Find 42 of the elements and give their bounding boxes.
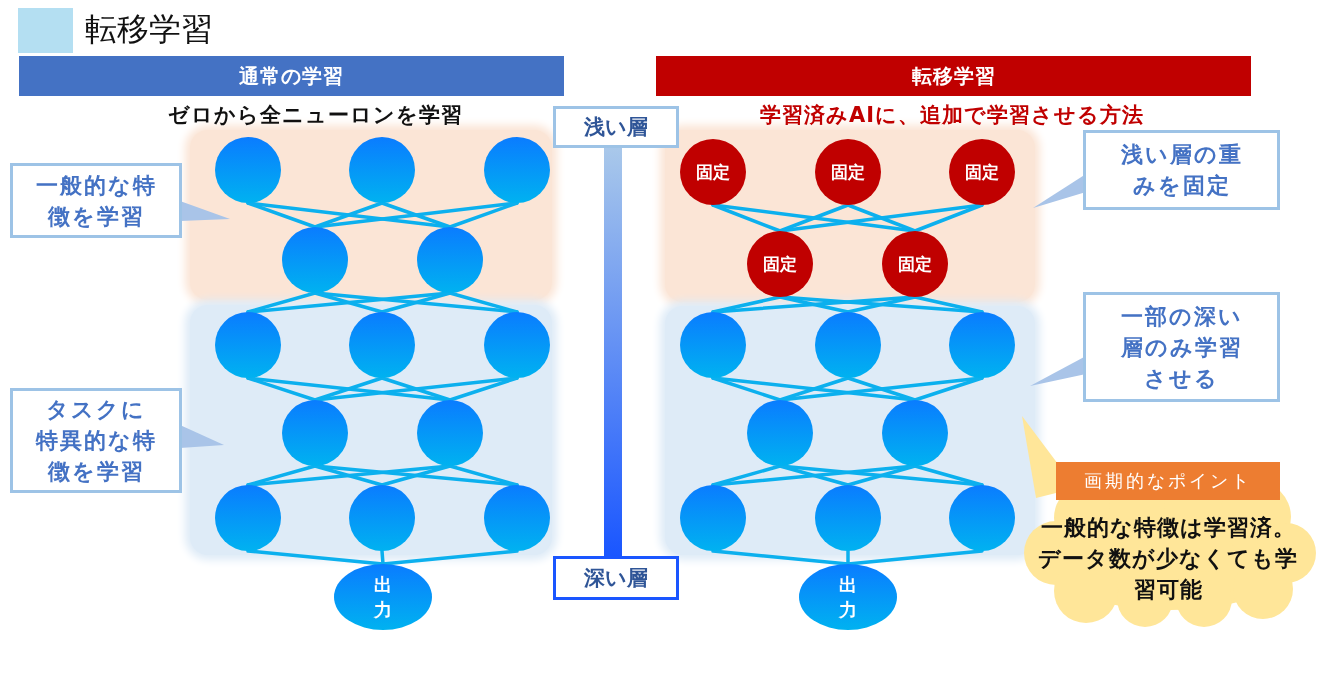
output-node-ellipse: 出力 [334,564,432,630]
connection-line [913,295,984,314]
neuron-circle [484,137,550,203]
connection-line [913,203,984,233]
layer-highlight-band [665,130,1035,302]
connection-line [846,376,917,402]
connection-line [846,549,984,566]
page-title: 転移学習 [85,9,213,49]
connection-line [448,464,519,487]
depth-gradient-bar [604,148,622,556]
depth-label-box: 深い層 [553,556,679,600]
connection-line [448,376,519,402]
connection-line [913,464,984,487]
neuron-circle [484,312,550,378]
connection-line [846,203,917,233]
connection-line [448,291,519,314]
connection-line [380,291,452,314]
section-header: 通常の学習 [19,56,564,96]
connection-line [846,549,850,566]
connection-line [381,549,519,566]
connection-line [913,376,984,402]
connection-line [380,549,385,566]
fixed-neuron-circle: 固定 [747,231,813,297]
layer-highlight-band [190,305,552,555]
connection-line [846,464,917,487]
depth-label-box: 浅い層 [553,106,679,148]
output-node-ellipse: 出力 [799,564,897,630]
neuron-circle [484,485,550,551]
connection-line [380,376,452,402]
layer-highlight-band [665,306,1035,555]
layer-highlight-band [190,130,552,300]
subtitle: ゼロから全ニューロンを学習 [167,102,463,129]
fixed-neuron-circle: 固定 [815,139,881,205]
connection-line [846,295,917,314]
fixed-neuron-circle: 固定 [949,139,1015,205]
section-header: 転移学習 [656,56,1251,96]
connection-line [380,201,452,229]
connection-line [380,464,452,487]
subtitle: 学習済みAIに、追加で学習させる方法 [760,102,1145,129]
fixed-neuron-circle: 固定 [680,139,746,205]
connection-line [448,201,519,229]
fixed-neuron-circle: 固定 [882,231,948,297]
